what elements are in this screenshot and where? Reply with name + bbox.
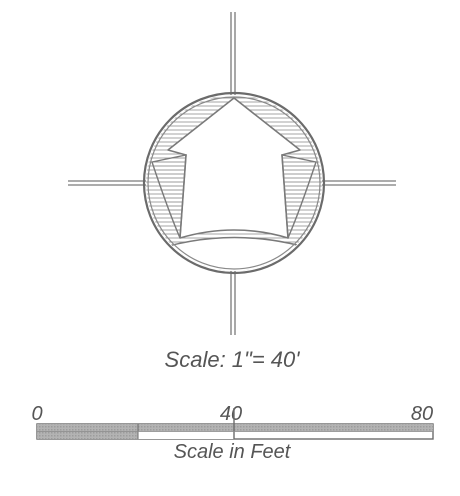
scale-segment-20-40-bottom xyxy=(138,431,234,439)
compass-ring-outer xyxy=(142,91,326,275)
scale-note: Scale: 1"= 40' xyxy=(165,347,301,372)
scale-segment-0-20-top xyxy=(37,424,138,432)
scale-tick-label-80: 80 xyxy=(411,403,433,425)
north-arrow-icon xyxy=(68,12,396,335)
scale-tick-label-0: 0 xyxy=(31,403,42,425)
arrow-wing-left xyxy=(151,154,187,239)
crosshair-lines xyxy=(68,12,396,335)
scale-segment-0-20-bottom xyxy=(37,431,138,439)
compass-ring-inner xyxy=(147,96,321,270)
scale-segment-40-80 xyxy=(234,424,433,432)
scale-bar: 0 40 80 Scale in Feet xyxy=(31,403,434,463)
scale-segment-20-40-top xyxy=(138,424,234,432)
scale-tick-label-40: 40 xyxy=(220,403,242,425)
arrow-wing-right xyxy=(281,154,317,239)
scale-caption: Scale in Feet xyxy=(174,441,292,463)
